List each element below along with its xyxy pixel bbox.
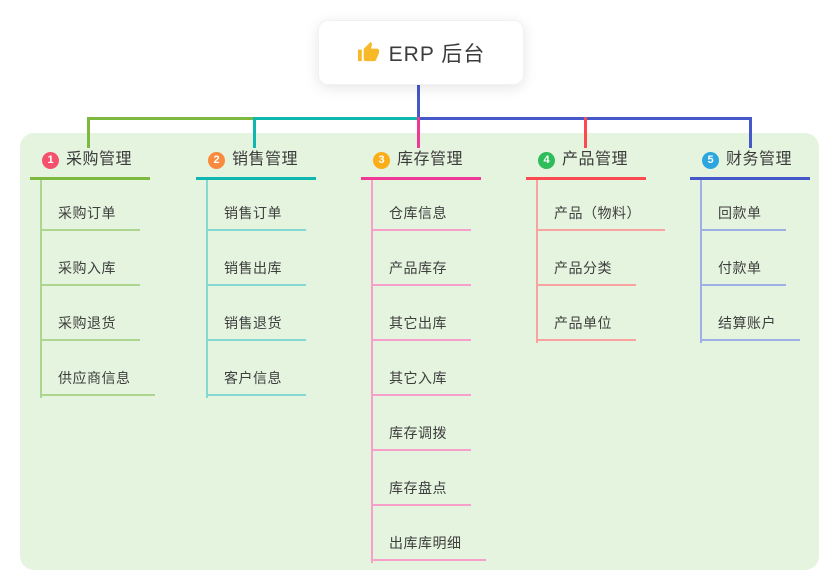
branch-number-badge: 4 <box>538 151 555 169</box>
children-connector-line <box>536 177 538 343</box>
child-row: 付款单 <box>700 231 800 286</box>
branch-node-4[interactable]: 4 产品管理 <box>526 150 647 180</box>
children-connector-line <box>371 177 373 563</box>
child-row: 出库库明细 <box>371 506 486 561</box>
child-node[interactable]: 客户信息 <box>206 368 306 396</box>
child-row: 产品库存 <box>371 231 486 286</box>
child-row: 回款单 <box>700 180 800 231</box>
child-row: 采购订单 <box>40 180 155 231</box>
branch-children: 销售订单销售出库销售退货客户信息 <box>206 180 306 396</box>
root-node[interactable]: ERP 后台 <box>318 20 524 85</box>
branch-label: 销售管理 <box>232 151 299 168</box>
child-row: 结算账户 <box>700 286 800 341</box>
children-connector-line <box>700 177 702 343</box>
child-node[interactable]: 库存盘点 <box>371 478 471 506</box>
child-node[interactable]: 库存调拨 <box>371 423 471 451</box>
branch-label: 采购管理 <box>66 151 133 168</box>
branch-node-5[interactable]: 5 财务管理 <box>690 150 811 180</box>
child-row: 库存调拨 <box>371 396 486 451</box>
child-node[interactable]: 其它出库 <box>371 313 471 341</box>
child-node[interactable]: 其它入库 <box>371 368 471 396</box>
child-node[interactable]: 销售出库 <box>206 258 306 286</box>
child-row: 其它入库 <box>371 341 486 396</box>
branch-node-2[interactable]: 2 销售管理 <box>196 150 317 180</box>
child-node[interactable]: 付款单 <box>700 258 786 286</box>
child-row: 仓库信息 <box>371 180 486 231</box>
child-node[interactable]: 回款单 <box>700 203 786 231</box>
children-connector-line <box>40 177 42 398</box>
child-node[interactable]: 产品分类 <box>536 258 636 286</box>
child-node[interactable]: 出库库明细 <box>371 533 486 561</box>
bus-segment-line <box>87 117 256 120</box>
branch-label: 产品管理 <box>562 151 629 168</box>
branch-number-badge: 2 <box>208 151 225 169</box>
child-row: 供应商信息 <box>40 341 155 396</box>
child-row: 产品分类 <box>536 231 665 286</box>
branch-drop-line <box>749 117 752 148</box>
child-row: 其它出库 <box>371 286 486 341</box>
child-node[interactable]: 采购订单 <box>40 203 140 231</box>
branch-node-1[interactable]: 1 采购管理 <box>30 150 151 180</box>
branch-drop-line <box>253 117 256 148</box>
branch-number-badge: 1 <box>42 151 59 169</box>
thumbs-up-icon <box>357 41 379 62</box>
children-connector-line <box>206 177 208 398</box>
branch-label: 库存管理 <box>397 151 464 168</box>
child-node[interactable]: 销售退货 <box>206 313 306 341</box>
child-row: 产品单位 <box>536 286 665 341</box>
mindmap-panel <box>20 133 819 570</box>
child-node[interactable]: 销售订单 <box>206 203 306 231</box>
branch-number-badge: 3 <box>373 151 390 169</box>
child-row: 采购退货 <box>40 286 155 341</box>
child-node[interactable]: 供应商信息 <box>40 368 155 396</box>
bus-segment-line <box>253 117 417 120</box>
child-node[interactable]: 产品单位 <box>536 313 636 341</box>
child-node[interactable]: 产品库存 <box>371 258 471 286</box>
child-node[interactable]: 仓库信息 <box>371 203 471 231</box>
branch-children: 仓库信息产品库存其它出库其它入库库存调拨库存盘点出库库明细 <box>371 180 486 561</box>
child-node[interactable]: 产品（物料） <box>536 203 665 231</box>
child-row: 库存盘点 <box>371 451 486 506</box>
child-node[interactable]: 采购退货 <box>40 313 140 341</box>
branch-children: 回款单付款单结算账户 <box>700 180 800 341</box>
child-node[interactable]: 采购入库 <box>40 258 140 286</box>
root-connector-line <box>417 83 420 120</box>
branch-drop-line <box>87 117 90 148</box>
branch-number-badge: 5 <box>702 151 719 169</box>
branch-children: 产品（物料） 产品分类产品单位 <box>536 180 665 341</box>
root-node-label: ERP 后台 <box>388 42 486 66</box>
branch-node-3[interactable]: 3 库存管理 <box>361 150 482 180</box>
branch-label: 财务管理 <box>726 151 793 168</box>
child-row: 销售出库 <box>206 231 306 286</box>
branch-drop-line <box>417 117 420 148</box>
child-node[interactable]: 结算账户 <box>700 313 800 341</box>
branch-drop-line <box>584 117 587 148</box>
child-row: 销售订单 <box>206 180 306 231</box>
child-row: 客户信息 <box>206 341 306 396</box>
child-row: 销售退货 <box>206 286 306 341</box>
branch-children: 采购订单采购入库采购退货供应商信息 <box>40 180 155 396</box>
child-row: 采购入库 <box>40 231 155 286</box>
child-row: 产品（物料） <box>536 180 665 231</box>
